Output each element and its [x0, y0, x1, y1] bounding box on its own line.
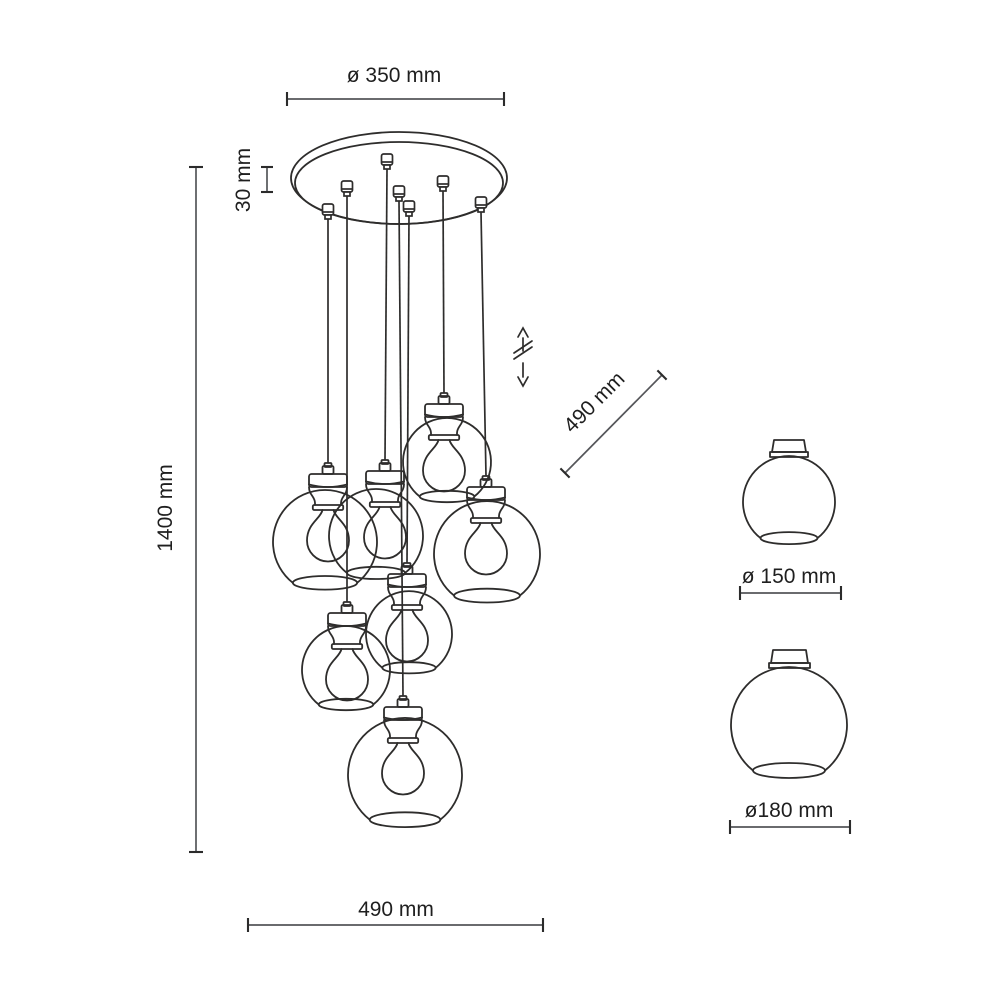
dim-spread-width-label: 490 mm — [358, 898, 434, 921]
suspension-cord — [406, 215, 410, 564]
cord-grip — [380, 153, 394, 170]
glass-globe — [272, 489, 378, 591]
dim-spread-diagonal-label: 490 mm — [559, 367, 629, 437]
dim-canopy-height: 30 mm — [232, 148, 273, 212]
cord-grip — [340, 180, 354, 197]
shade-cap — [771, 439, 807, 453]
glass-globe — [347, 717, 463, 828]
pendant-socket-bulb — [306, 462, 350, 563]
suspension-cord — [480, 211, 487, 477]
dim-canopy-diameter-label: ø 350 mm — [347, 64, 442, 87]
shade-opening — [759, 531, 819, 545]
dim-small-shade: ø 150 mm — [738, 565, 843, 600]
glass-globe — [301, 625, 391, 712]
shade-sphere — [742, 455, 836, 539]
glass-globe — [402, 417, 492, 504]
cord-grip — [436, 175, 450, 192]
shade-cap-rim — [769, 451, 809, 458]
cord-grip — [392, 185, 406, 202]
pendant-socket-bulb — [381, 695, 425, 796]
glass-globe — [365, 590, 453, 675]
pendant-socket-bulb — [464, 475, 508, 576]
glass-globe — [433, 500, 541, 604]
dim-large-shade: ø180 mm — [728, 799, 852, 834]
reference-shade-large — [730, 649, 848, 779]
pendant-socket-bulb — [422, 392, 466, 493]
cord-grip — [321, 203, 335, 220]
dim-spread-width: 490 mm — [246, 898, 545, 932]
glass-globes — [272, 417, 541, 828]
suspension-cords — [327, 168, 487, 697]
suspension-cord — [442, 190, 445, 394]
shade-cap — [770, 649, 809, 664]
suspension-cord — [384, 168, 388, 461]
adjustable-height-icon — [513, 326, 533, 388]
suspension-cord — [398, 200, 404, 697]
dim-canopy-diameter: ø 350 mm — [285, 64, 506, 106]
shade-cap-rim — [768, 662, 811, 669]
dim-small-shade-label: ø 150 mm — [742, 565, 837, 588]
pendant-socket-bulb — [325, 601, 369, 702]
cord-grip — [402, 200, 416, 217]
shade-sphere — [730, 666, 848, 772]
dim-total-height-label: 1400 mm — [154, 464, 177, 552]
dim-large-shade-label: ø180 mm — [745, 799, 834, 822]
pendant-socket-bulb — [363, 459, 407, 560]
reference-shade-small — [742, 439, 836, 545]
shade-opening — [752, 762, 826, 779]
dim-spread-diagonal: 490 mm — [559, 367, 668, 479]
glass-globe — [328, 488, 424, 580]
dim-canopy-height-label: 30 mm — [232, 148, 255, 212]
dim-total-height: 1400 mm — [154, 165, 203, 854]
